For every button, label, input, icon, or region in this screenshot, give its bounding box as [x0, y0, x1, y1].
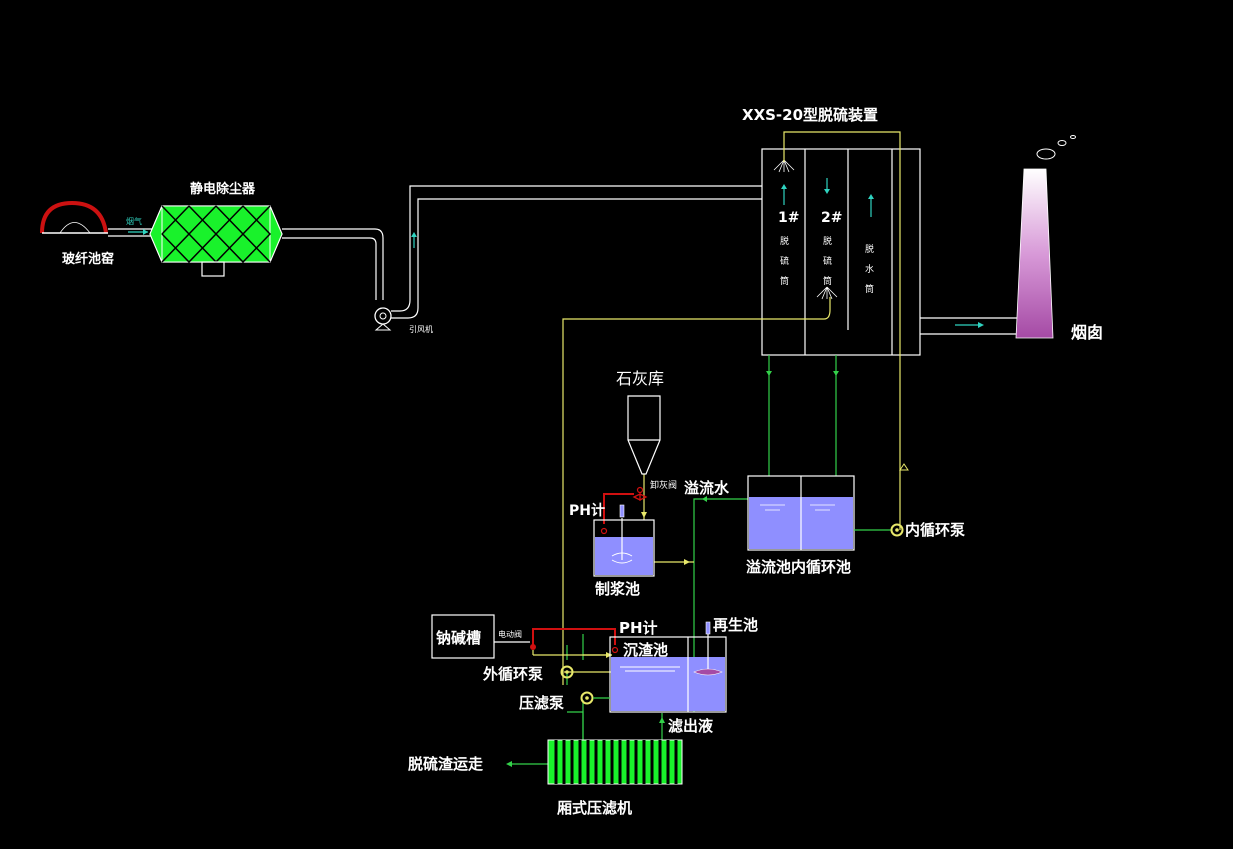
tower3-char-3: 筒 [865, 283, 874, 295]
filtrate-label: 滤出液 [668, 717, 714, 735]
silo-icon [627, 395, 661, 475]
yellow-liquid-lines [562, 131, 909, 685]
regen-tank-label: 再生池 [713, 616, 758, 634]
device-title: XXS-20型脱硫装置 [742, 106, 878, 124]
tower3-char-1: 脱 [865, 243, 874, 255]
outer-pump: 外循环泵 [482, 665, 574, 683]
kiln-label: 玻纤池窑 [62, 251, 114, 267]
fan-to-device-pipe [391, 185, 762, 319]
sediment-tank: 沉渣池 再生池 [609, 616, 758, 713]
tower3-char-2: 水 [865, 263, 874, 275]
agitator-icon-2 [693, 668, 723, 676]
outer-pump-label: 外循环泵 [482, 665, 543, 683]
pump-icon-press [580, 691, 594, 705]
chimney-icon [1015, 168, 1054, 339]
overflow-water-label: 溢流水 [684, 479, 730, 497]
tower2-char-1: 脱 [823, 235, 832, 247]
lime-silo: 石灰库 卸灰阀 [603, 369, 677, 524]
press-pump-label: 压滤泵 [519, 694, 564, 712]
tower1-char-3: 筒 [780, 275, 789, 287]
fan: 引风机 [374, 307, 433, 334]
pump-icon-outer [560, 665, 574, 679]
desulfurization-device: XXS-20型脱硫装置 1# 脱 硫 筒 2# 脱 硫 筒 脱 水 筒 [742, 106, 921, 356]
chimney: 烟囱 [1015, 135, 1103, 342]
slurry-tank-label: 制浆池 [595, 580, 640, 598]
ph-top-label: PH计 [569, 502, 605, 519]
tower2-number: 2# [821, 210, 842, 226]
flue-gas-pipe: 烟气 [108, 216, 152, 237]
tower2-char-3: 筒 [823, 275, 832, 287]
green-liquid-lines [506, 355, 839, 767]
soda-tank-label: 钠碱槽 [436, 629, 481, 647]
elec-valve-label: 电动阀 [498, 629, 522, 639]
ph-probe-icon-2 [705, 621, 711, 635]
tower2-char-2: 硫 [823, 255, 832, 267]
residue-out-label: 脱硫渣运走 [408, 755, 483, 773]
sediment-tank-label: 沉渣池 [623, 641, 668, 659]
ph-bottom-label: PH计 [619, 619, 658, 637]
lime-valve-label: 卸灰阀 [650, 479, 677, 491]
tower1-char-2: 硫 [780, 255, 789, 267]
tower1-number: 1# [778, 210, 799, 226]
inner-pump-label: 内循环泵 [905, 521, 965, 539]
filter-press-label: 厢式压滤机 [557, 799, 632, 817]
press-pump: 压滤泵 [519, 691, 610, 712]
chimney-label: 烟囱 [1071, 323, 1103, 342]
tower1-char-1: 脱 [780, 235, 789, 247]
esp: 静电除尘器 [149, 181, 283, 277]
kiln: 玻纤池窑 [40, 200, 114, 267]
flue-gas-label: 烟气 [126, 216, 142, 226]
device-to-chimney-pipe [920, 317, 1018, 335]
pump-icon [890, 523, 904, 537]
esp-to-fan-pipe [282, 228, 384, 300]
fan-icon [374, 307, 392, 325]
filter-press: 厢式压滤机 [547, 739, 683, 817]
kiln-icon [40, 200, 108, 234]
slurry-tank: PH计 制浆池 [569, 502, 655, 598]
fan-label: 引风机 [409, 324, 433, 334]
lime-silo-label: 石灰库 [616, 369, 664, 388]
esp-label: 静电除尘器 [190, 181, 256, 197]
valve-icon-2 [530, 644, 536, 650]
valve-icon [632, 492, 648, 502]
overflow-pool: 溢流水 溢流池内循环池 内循环泵 [684, 475, 965, 576]
agitator-icon [611, 552, 633, 564]
ph-probe-icon [619, 504, 625, 518]
overflow-pool-label: 溢流池内循环池 [746, 558, 851, 576]
